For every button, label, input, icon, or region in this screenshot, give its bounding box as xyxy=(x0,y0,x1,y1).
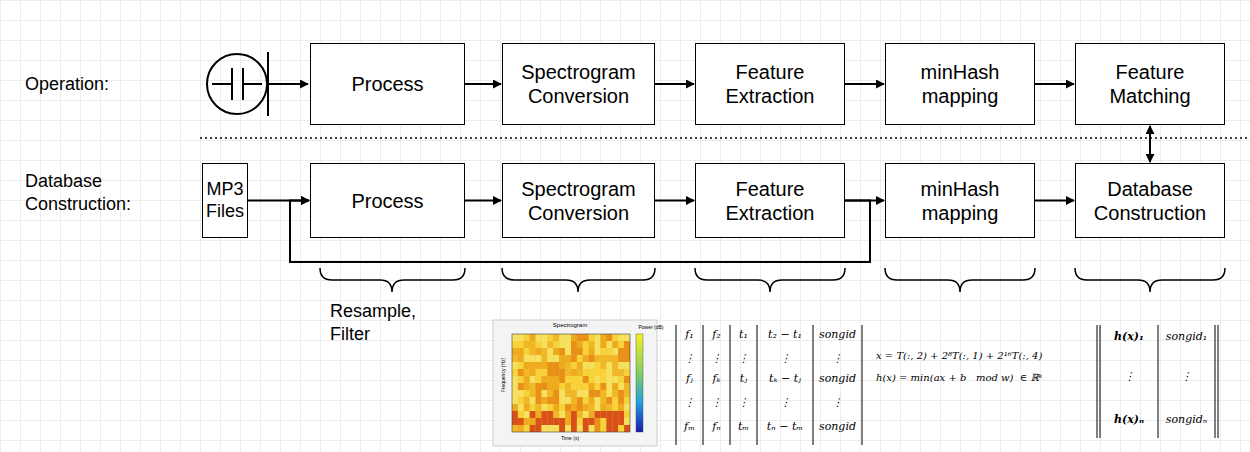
row-label: Operation: xyxy=(25,74,175,95)
table-cell: fⱼ xyxy=(677,372,702,385)
table-cell: h(x)₁ xyxy=(1101,330,1157,343)
step-note: Resample, Filter xyxy=(330,300,450,345)
connector xyxy=(1149,126,1151,162)
process-box: Process xyxy=(310,163,465,238)
colorbar-label: Power (dB) xyxy=(636,324,666,330)
connector xyxy=(845,83,884,85)
table-cell: ⋮ xyxy=(1101,370,1157,383)
spectrogram-box: Spectrogram Conversion xyxy=(502,43,655,125)
table-cell: fₘ xyxy=(677,420,702,433)
box-text: minHash mapping xyxy=(892,60,1028,108)
box-text: Feature Extraction xyxy=(702,60,838,108)
box-text: Process xyxy=(351,189,423,213)
formula: h(x) = min(ax + b mod w) ∈ ℝᵏ xyxy=(876,372,1081,383)
box-text: minHash mapping xyxy=(892,177,1028,225)
box-text: Feature Matching xyxy=(1082,60,1218,108)
table-cell: tₘ xyxy=(731,420,756,433)
connector xyxy=(1035,200,1074,202)
axis-label: Time (s) xyxy=(550,435,590,441)
table-cell: ⋮ xyxy=(814,396,861,409)
table-cell: f₂ xyxy=(704,328,729,341)
table-cell: ⋮ xyxy=(758,352,812,365)
process-box: Process xyxy=(310,43,465,125)
row-label: Database Construction: xyxy=(25,170,185,215)
chart-title: Spectrogram xyxy=(540,322,600,328)
box-text: Spectrogram Conversion xyxy=(509,177,648,225)
connector xyxy=(1035,83,1074,85)
table-cell: fₖ xyxy=(704,372,729,385)
spectrogram-box: Spectrogram Conversion xyxy=(502,163,655,238)
table-cell: t₂ − t₁ xyxy=(758,328,812,341)
box-text: Spectrogram Conversion xyxy=(509,60,648,108)
table-cell: songid₁ xyxy=(1159,330,1214,343)
axis-label: Frequency (Hz) xyxy=(500,350,506,400)
table-cell: f₁ xyxy=(677,328,702,341)
box-text: Feature Extraction xyxy=(702,177,838,225)
table-cell: ⋮ xyxy=(677,352,702,365)
table-cell: ⋮ xyxy=(731,396,756,409)
mp3-box: MP3 Files xyxy=(202,163,248,238)
connector xyxy=(655,200,694,202)
feature-box: Feature Extraction xyxy=(695,43,845,125)
table-cell: ⋮ xyxy=(704,396,729,409)
minhash-box: minHash mapping xyxy=(885,43,1035,125)
formula: x = T(:, 2) + 2⁸T(:, 1) + 2¹⁶T(:, 4) xyxy=(876,350,1081,361)
table-cell: ⋮ xyxy=(758,396,812,409)
table-cell: fₙ xyxy=(704,420,729,433)
table-cell: tₖ − tⱼ xyxy=(758,372,812,385)
table-cell: ⋮ xyxy=(814,352,861,365)
matching-box: Feature Matching xyxy=(1075,43,1225,125)
connector xyxy=(465,83,501,85)
box-text: Database Construction xyxy=(1082,177,1218,225)
table-cell: ⋮ xyxy=(1159,370,1214,383)
table-cell: t₁ xyxy=(731,328,756,341)
table-cell: h(x)ₙ xyxy=(1101,413,1157,426)
matrix-bars xyxy=(676,325,1218,445)
minhash-box: minHash mapping xyxy=(885,163,1035,238)
table-cell: tⱼ xyxy=(731,372,756,385)
table-cell: ⋮ xyxy=(704,352,729,365)
table-cell: songid xyxy=(814,372,861,385)
feature-box: Feature Extraction xyxy=(695,163,845,238)
connector xyxy=(465,200,501,202)
microphone-symbol xyxy=(207,52,308,116)
separator xyxy=(200,137,1250,139)
spectrogram-image xyxy=(493,320,657,446)
box-text: Process xyxy=(351,72,423,96)
table-cell: tₙ − tₘ xyxy=(758,420,812,433)
table-cell: ⋮ xyxy=(677,396,702,409)
table-cell: songid xyxy=(814,420,861,433)
brace xyxy=(320,268,1225,292)
box-text: MP3 Files xyxy=(205,179,245,222)
table-cell: ⋮ xyxy=(731,352,756,365)
connector xyxy=(655,83,694,85)
table-cell: songid xyxy=(814,328,861,341)
table-cell: songidₙ xyxy=(1159,413,1214,426)
database-box: Database Construction xyxy=(1075,163,1225,238)
